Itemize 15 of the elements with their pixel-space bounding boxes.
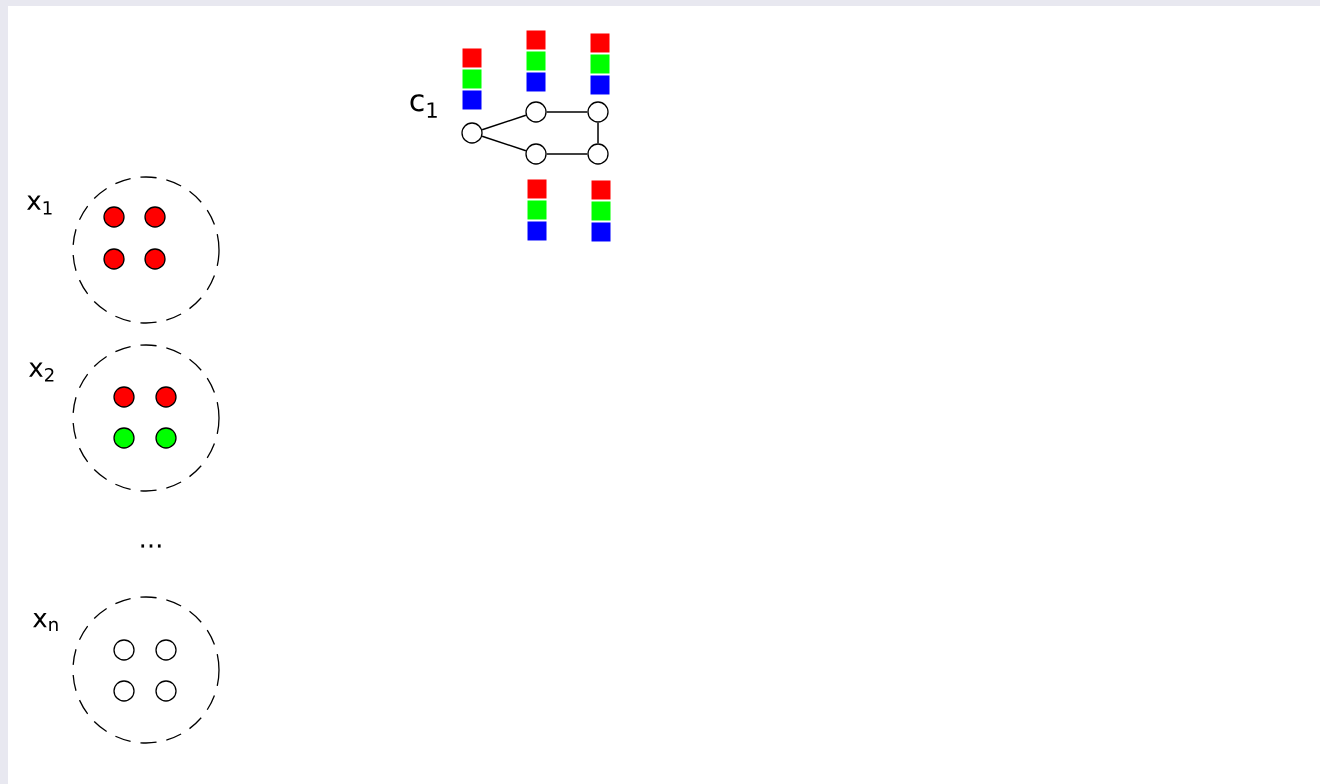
graph-vertex xyxy=(587,143,609,165)
edge-line xyxy=(545,111,589,113)
set-label: x$_{2}$ xyxy=(29,362,54,382)
edge-line xyxy=(597,121,599,145)
edge-line xyxy=(545,153,589,155)
graph-vertex xyxy=(525,143,547,165)
graph-vertex xyxy=(587,101,609,123)
graph-vertex xyxy=(525,101,547,123)
set-label: x$_{1}$ xyxy=(27,195,52,215)
edge-line xyxy=(481,135,527,152)
set-label: x$_{n}$ xyxy=(33,613,58,631)
edge-line xyxy=(481,114,527,131)
graph-vertex xyxy=(461,122,483,144)
ellipsis: ... xyxy=(141,544,161,548)
graph-label: c$_{1}$ xyxy=(410,94,437,118)
